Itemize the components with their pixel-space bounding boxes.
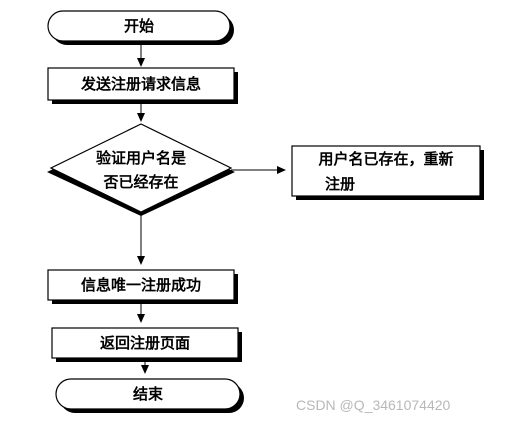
end-node: 结束 xyxy=(55,378,244,413)
send-request-node: 发送注册请求信息 xyxy=(47,67,238,104)
decision-label-line1: 验证用户名是 xyxy=(96,149,187,167)
username-exists-node: 用户名已存在，重新 注册 xyxy=(291,145,484,200)
decision-node: 验证用户名是 否已经存在 xyxy=(47,123,235,216)
unique-success-label: 信息唯一注册成功 xyxy=(81,276,201,294)
return-page-label: 返回注册页面 xyxy=(100,334,190,352)
start-node: 开始 xyxy=(47,10,234,45)
start-label: 开始 xyxy=(124,17,154,35)
csdn-watermark: CSDN @Q_3461074420 xyxy=(296,397,451,413)
username-exists-label-line2: 注册 xyxy=(325,175,355,193)
decision-label-line2: 否已经存在 xyxy=(102,173,178,191)
send-request-label: 发送注册请求信息 xyxy=(80,75,201,93)
username-exists-label-line1: 用户名已存在，重新 xyxy=(318,150,453,168)
end-label: 结束 xyxy=(133,385,164,403)
return-page-node: 返回注册页面 xyxy=(51,327,242,362)
unique-success-node: 信息唯一注册成功 xyxy=(47,269,238,304)
